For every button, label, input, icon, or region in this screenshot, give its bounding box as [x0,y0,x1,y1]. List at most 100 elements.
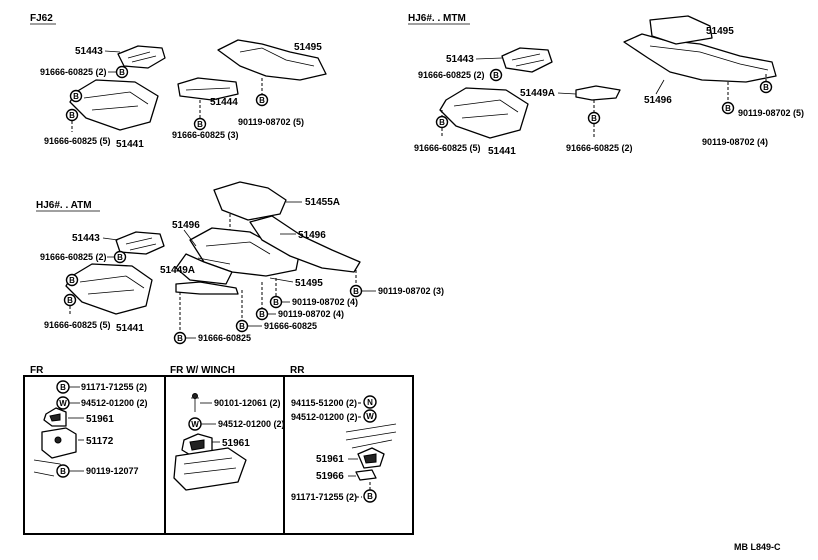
label-94512-01200-2: 94512-01200 (2) [218,419,285,429]
part-detail [363,453,377,464]
bolt-symbol-letter: B [69,111,75,120]
label-51961: 51961 [222,438,250,449]
section-title-hj-mtm: HJ6#. . MTM [408,13,466,24]
part-detail [649,45,769,71]
bolt-symbol-letter: B [239,322,245,331]
part-detail [239,47,315,67]
part-51449a-shape [575,85,621,101]
nut-symbol-n [363,395,377,409]
part-51441-shape [439,87,529,139]
bolt-symbol-b [363,489,377,503]
label-51496: 51496 [644,95,672,106]
bolt-symbol-letter: B [177,334,183,343]
bolt-symbol-letter: B [493,71,499,80]
part-detail [185,87,231,91]
label-51966: 51966 [316,471,344,482]
part-51495-shape [623,33,777,83]
bolt-symbol-letter: B [117,253,123,262]
part-detail [453,99,519,119]
leader-line [102,237,119,241]
label-91666-60825-5: 91666-60825 (5) [44,136,111,146]
bolt-symbol-letter: B [273,298,279,307]
label-91666-60825-2b: 91666-60825 (2) [566,143,633,153]
label-90119-08702-4: 90119-08702 (4) [702,137,768,147]
bolt-symbol-letter: B [763,83,769,92]
part-51496b-shape [249,215,361,273]
part-51496-shape [175,253,233,285]
bolt-symbol-letter: B [353,287,359,296]
label-91171-71255-2: 91171-71255 (2) [291,492,357,502]
leader-line [269,277,294,283]
label-91666-60825-2: 91666-60825 (2) [418,70,485,80]
label-51496b: 51496 [298,230,326,241]
panel-title-rr: RR [290,365,305,376]
label-51961: 51961 [316,454,344,465]
bolt-symbol-b [235,319,249,333]
bolt-symbol-letter: B [591,114,597,123]
label-91666-60825-a: 91666-60825 [264,321,317,331]
fj62-group: 51443 91666-60825 (2) B B B 91666-60825 … [40,39,327,150]
part-51495-shield [649,15,713,45]
label-91666-60825-3: 91666-60825 (3) [172,130,239,140]
part-51455a-shape [213,181,287,221]
bolt-symbol-b [69,89,83,103]
part-detail [125,237,157,251]
label-51444: 51444 [210,97,238,108]
leader-line [475,57,503,60]
bolt-symbol-letter: B [197,120,203,129]
washer-symbol-w [363,409,377,423]
part-detail [83,91,149,111]
label-51441: 51441 [116,323,144,334]
part-51441-shape [69,79,159,131]
label-51449a: 51449A [160,265,195,276]
bolt-symbol-b [489,68,503,82]
bolt-symbol-b [255,307,269,321]
label-90119-08702-5: 90119-08702 (5) [738,108,804,118]
hj-atm-group: 51443 91666-60825 (2) B B B 91666-60825 … [40,181,444,345]
label-51495: 51495 [295,278,323,289]
label-91171-71255-2: 91171-71255 (2) [81,382,147,392]
leader-line [557,92,577,95]
hj-mtm-group: 51443 91666-60825 (2) B B 91666-60825 (5… [414,15,804,157]
bolt-symbol-letter: B [73,92,79,101]
bolt-symbol-letter: B [60,383,66,392]
label-51495: 51495 [706,26,734,37]
bolt-symbol-letter: B [439,118,445,127]
part-detail [79,275,145,295]
bolt-symbol-b [63,293,77,307]
label-90119-08702-4b: 90119-08702 (4) [278,309,344,319]
bolt-symbol-letter: B [725,104,731,113]
label-51449a: 51449A [520,88,555,99]
bolt-symbol-letter: B [60,467,66,476]
label-51441: 51441 [116,139,144,150]
label-91666-60825-5: 91666-60825 (5) [44,320,111,330]
bottom-panels: FR FR W/ WINCH RR B 91171-71255 (2) W 94… [23,365,414,535]
bolt-symbol-b [587,111,601,125]
bolt-symbol-b [193,117,207,131]
part-51449a-shape [175,281,239,295]
label-51443: 51443 [72,233,100,244]
bolt-symbol-b [759,80,773,94]
bolt-symbol-b [65,273,79,287]
label-51172: 51172 [86,436,114,447]
leader-line [183,229,197,247]
part-detail [54,436,62,444]
label-90119-08702-3: 90119-08702 (3) [378,286,444,296]
bolt-symbol-letter: B [67,296,73,305]
label-51443: 51443 [75,46,103,57]
section-title-fj62: FJ62 [30,13,53,24]
bolt-head [192,393,198,399]
washer-symbol-letter: W [59,399,67,408]
label-94512-01200-2: 94512-01200 (2) [81,398,148,408]
label-51495: 51495 [294,42,322,53]
bolt-symbol-b [255,93,269,107]
washer-symbol-letter: W [366,412,374,421]
label-91666-60825-2: 91666-60825 (2) [40,67,107,77]
bolt-symbol-letter: B [259,310,265,319]
bolt-symbol-b [113,250,127,264]
diagram-code: MB L849-C [734,542,781,552]
label-90101-12061-2: 90101-12061 (2) [214,398,281,408]
leader-line [104,50,121,53]
part-detail [127,51,157,63]
